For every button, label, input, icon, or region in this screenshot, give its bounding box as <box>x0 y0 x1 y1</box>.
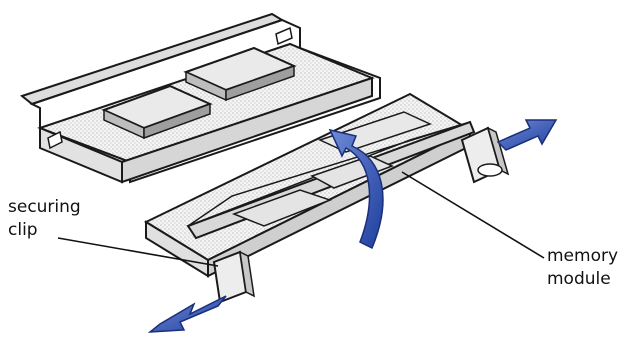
memory-module <box>186 111 476 240</box>
curved-up-arrow-icon <box>328 128 384 250</box>
outward-arrow-right-icon <box>496 119 558 151</box>
securing-clip-label-line-2: clip <box>8 220 38 240</box>
securing-clip-label: securing clip <box>8 196 81 242</box>
memory-module-leader-line <box>401 171 545 259</box>
memory-chip-1 <box>101 84 213 140</box>
memory-module-label-line-1: memory <box>547 246 619 266</box>
securing-clip-label-line-1: securing <box>8 197 81 217</box>
memory-module-label: memory module <box>547 245 618 291</box>
memory-chip-2 <box>183 46 297 102</box>
back-memory-module <box>19 12 381 184</box>
memory-module-label-line-2: module <box>547 269 611 289</box>
outward-arrow-left-icon <box>147 295 227 333</box>
securing-clip-leader-line <box>57 237 219 267</box>
securing-clip-left <box>212 250 255 304</box>
securing-clip-right <box>460 126 510 184</box>
